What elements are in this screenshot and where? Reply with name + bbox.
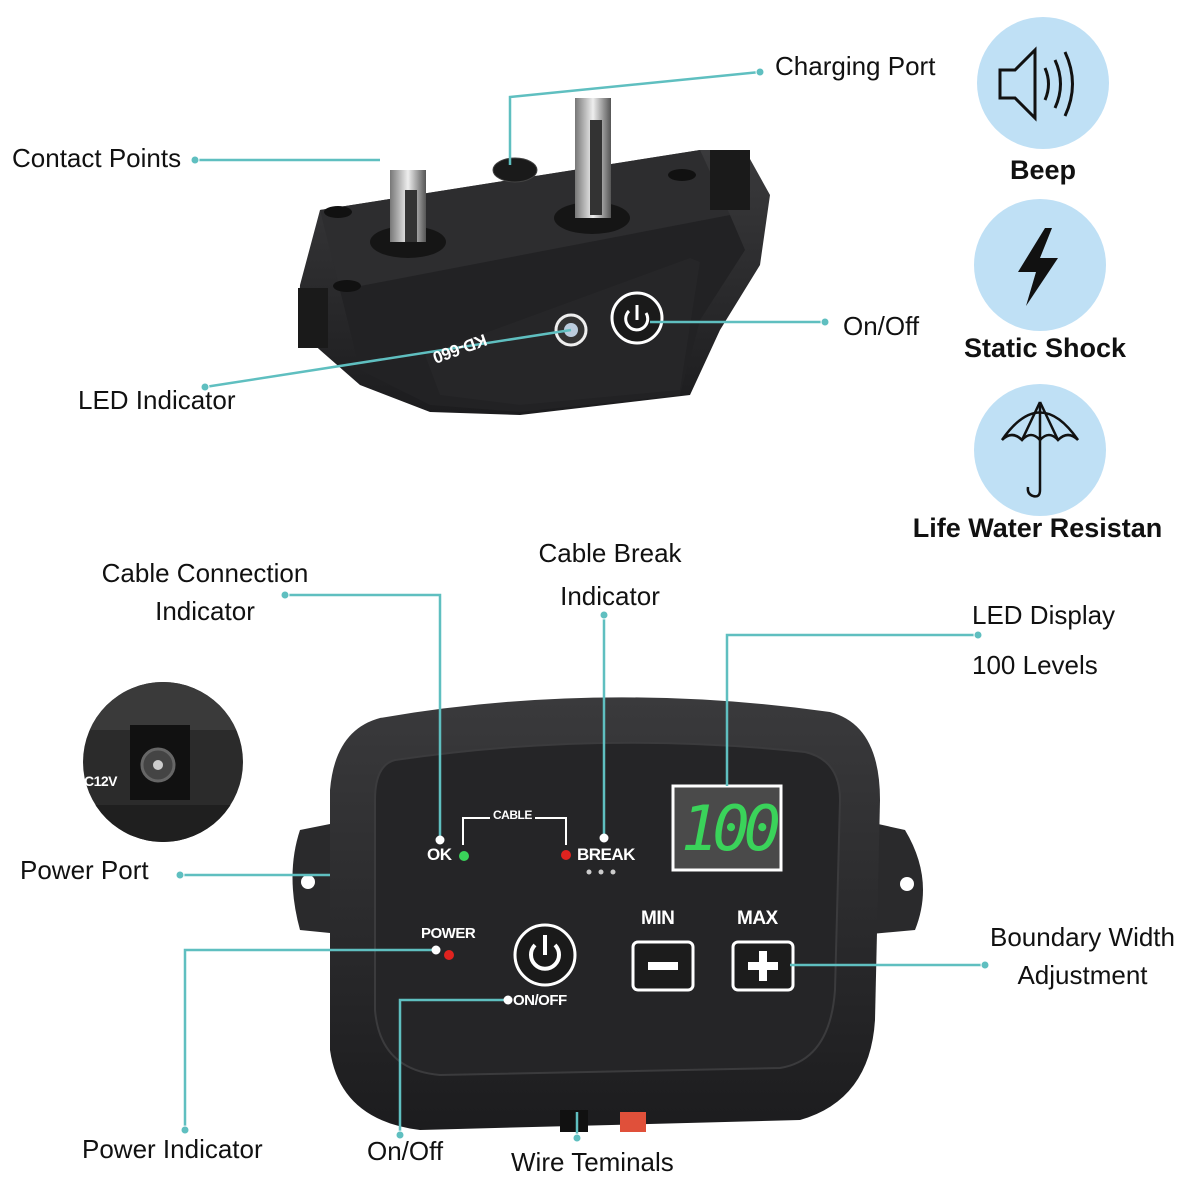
callout-power-indicator: Power Indicator	[82, 1134, 263, 1164]
port-voltage-label: C12V	[84, 773, 118, 789]
feature-beep-icon-bg	[977, 17, 1109, 149]
collar-strap-slot	[298, 288, 328, 348]
callout-cable-connection: Cable Connection Indicator	[75, 555, 335, 630]
callout-led-display: LED Display 100 Levels	[972, 590, 1115, 690]
callout-collar-on-off: On/Off	[843, 311, 920, 341]
feature-water-icon-bg	[974, 384, 1106, 516]
feature-label-static-shock: Static Shock	[963, 333, 1127, 363]
feature-shock-icon-bg	[974, 199, 1106, 331]
break-label: BREAK	[577, 845, 635, 864]
callout-charging-port: Charging Port	[775, 51, 936, 81]
max-button	[731, 940, 795, 992]
power-button	[513, 923, 577, 987]
display-value: 100	[681, 792, 781, 865]
break-led	[561, 850, 571, 860]
ok-led	[459, 851, 469, 861]
callout-line: Indicator	[560, 581, 660, 611]
collar-receiver	[298, 98, 770, 415]
callout-line: 100 Levels	[972, 650, 1098, 680]
callout-on-off: On/Off	[367, 1136, 444, 1166]
leader-dots	[175, 67, 990, 1143]
power-label: POWER	[421, 925, 476, 942]
callout-contact-points: Contact Points	[12, 143, 182, 173]
umbrella-icon	[1000, 401, 1080, 498]
callout-line: Indicator	[155, 595, 255, 626]
callout-line: Cable Connection	[101, 558, 309, 588]
feature-label-water: Life Water Resistan	[912, 513, 1163, 543]
on-off-panel-label: ON/OFF	[513, 992, 567, 1009]
contact-point-left	[370, 170, 446, 258]
transmitter-base-unit	[292, 697, 923, 1132]
power-port-inset	[83, 682, 243, 842]
callout-line: Cable Break	[538, 538, 682, 568]
callout-cable-break: Cable Break Indicator	[505, 532, 715, 618]
collar-power-button	[610, 291, 664, 345]
callout-boundary-width: Boundary Width Adjustment	[965, 918, 1200, 994]
callout-wire-terminals: Wire Teminals	[511, 1147, 674, 1177]
max-label: MAX	[737, 908, 778, 929]
feature-label-beep: Beep	[1009, 155, 1077, 185]
lightning-icon	[1018, 228, 1058, 306]
leader-lines	[180, 70, 985, 1140]
min-label: MIN	[641, 908, 675, 929]
callout-line: Boundary Width	[990, 922, 1175, 952]
power-led	[444, 950, 454, 960]
callout-line: Adjustment	[1017, 960, 1148, 990]
cable-label: CABLE	[493, 808, 532, 822]
min-button	[631, 940, 695, 992]
callout-line: LED Display	[972, 600, 1116, 630]
speaker-icon	[998, 46, 1074, 122]
callout-led-indicator: LED Indicator	[78, 385, 236, 415]
callout-power-port: Power Port	[20, 855, 149, 885]
contact-point-right	[554, 98, 630, 234]
charging-port	[492, 157, 538, 183]
ok-label: OK	[427, 845, 452, 864]
